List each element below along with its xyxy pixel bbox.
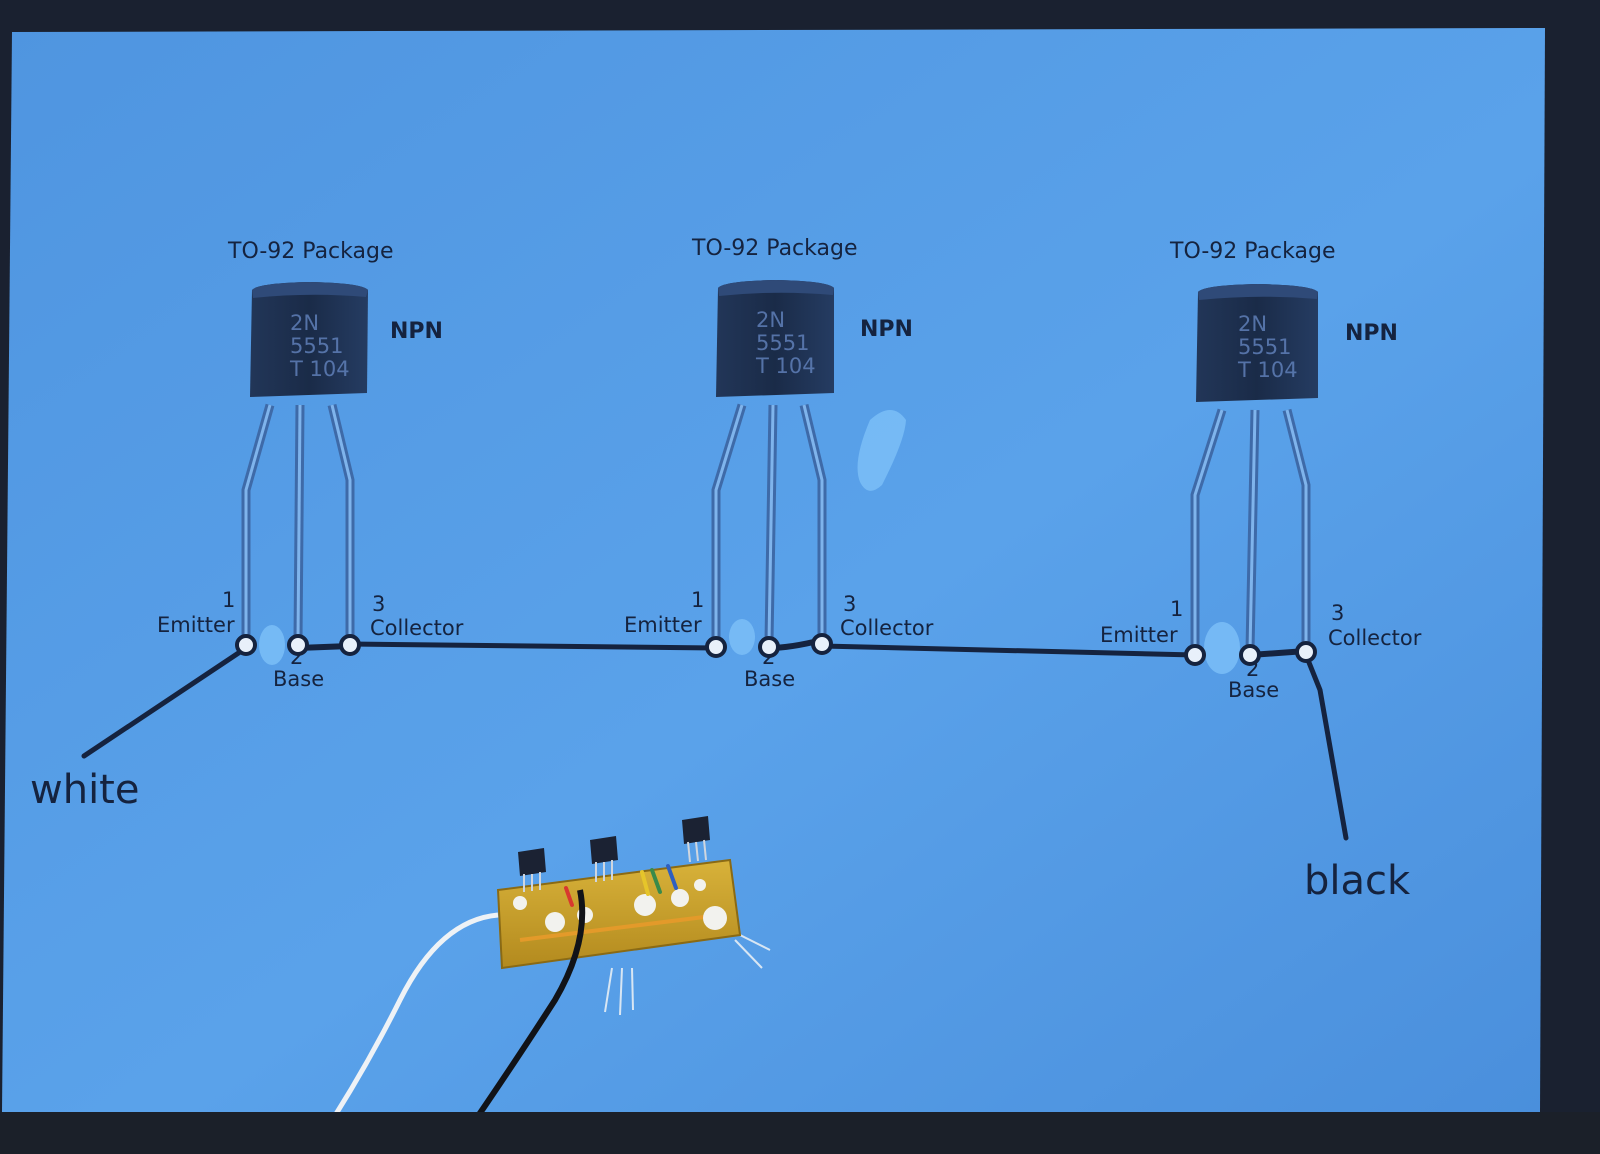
marking-line-2: 5551 (1238, 335, 1291, 359)
transistor-1: TO-92 Package NPN 2N 5551 T 104 1 Emitte… (157, 239, 464, 691)
pcb-legs (604, 934, 771, 1016)
marking-line-1: 2N (756, 308, 785, 332)
pin-3-number: 3 (843, 592, 856, 616)
package-title: TO-92 Package (691, 236, 857, 261)
marking-line-1: 2N (290, 311, 319, 335)
jumper-wires (564, 864, 678, 907)
pcb-transistors (518, 816, 710, 876)
transistor-leads (711, 403, 827, 643)
dark-surface-bottom (0, 1112, 1600, 1154)
pcb-transistor-legs (523, 839, 707, 892)
marking-line-3: T 104 (1237, 358, 1298, 382)
package-title: TO-92 Package (1169, 239, 1335, 264)
npn-label: NPN (860, 317, 913, 342)
base-label: Base (273, 667, 324, 691)
base-label: Base (1228, 678, 1279, 702)
transistor-2: TO-92 Package NPN 2N 5551 T 104 1 Emitte… (624, 236, 934, 691)
npn-label: NPN (1345, 321, 1398, 346)
to92-body: 2N 5551 T 104 (1196, 284, 1318, 402)
transistor-leads (241, 403, 355, 641)
highlight-marks (259, 410, 1240, 674)
assembled-pcb (307, 816, 771, 1154)
collector-label: Collector (1328, 626, 1422, 650)
black-wire-label: black (1304, 858, 1411, 904)
pin-3-number: 3 (1331, 601, 1344, 625)
marking-line-2: 5551 (290, 334, 343, 358)
emitter-label: Emitter (1100, 623, 1178, 647)
base-label: Base (744, 667, 795, 691)
pin-1-number: 1 (222, 588, 235, 612)
pin-1-number: 1 (1170, 597, 1183, 621)
transistor-leads (1190, 408, 1311, 651)
pin-3-number: 3 (372, 592, 385, 616)
pin-terminals (235, 633, 1317, 666)
emitter-label: Emitter (624, 613, 702, 637)
collector-label: Collector (370, 616, 464, 640)
marking-line-1: 2N (1238, 312, 1267, 336)
black-wire (449, 889, 586, 1154)
npn-label: NPN (390, 319, 443, 344)
pin-1-number: 1 (691, 588, 704, 612)
to92-body: 2N 5551 T 104 (716, 280, 834, 397)
to92-body: 2N 5551 T 104 (250, 282, 368, 397)
marking-line-2: 5551 (756, 331, 809, 355)
emitter-label: Emitter (157, 613, 235, 637)
white-wire (307, 912, 499, 1154)
solder-blobs (513, 879, 727, 932)
white-wire-label: white (30, 767, 139, 813)
marking-line-3: T 104 (755, 354, 816, 378)
transistor-3: TO-92 Package NPN 2N 5551 T 104 1 Emitte… (1100, 239, 1422, 702)
marking-line-3: T 104 (289, 357, 350, 381)
package-title: TO-92 Package (227, 239, 393, 264)
collector-label: Collector (840, 616, 934, 640)
